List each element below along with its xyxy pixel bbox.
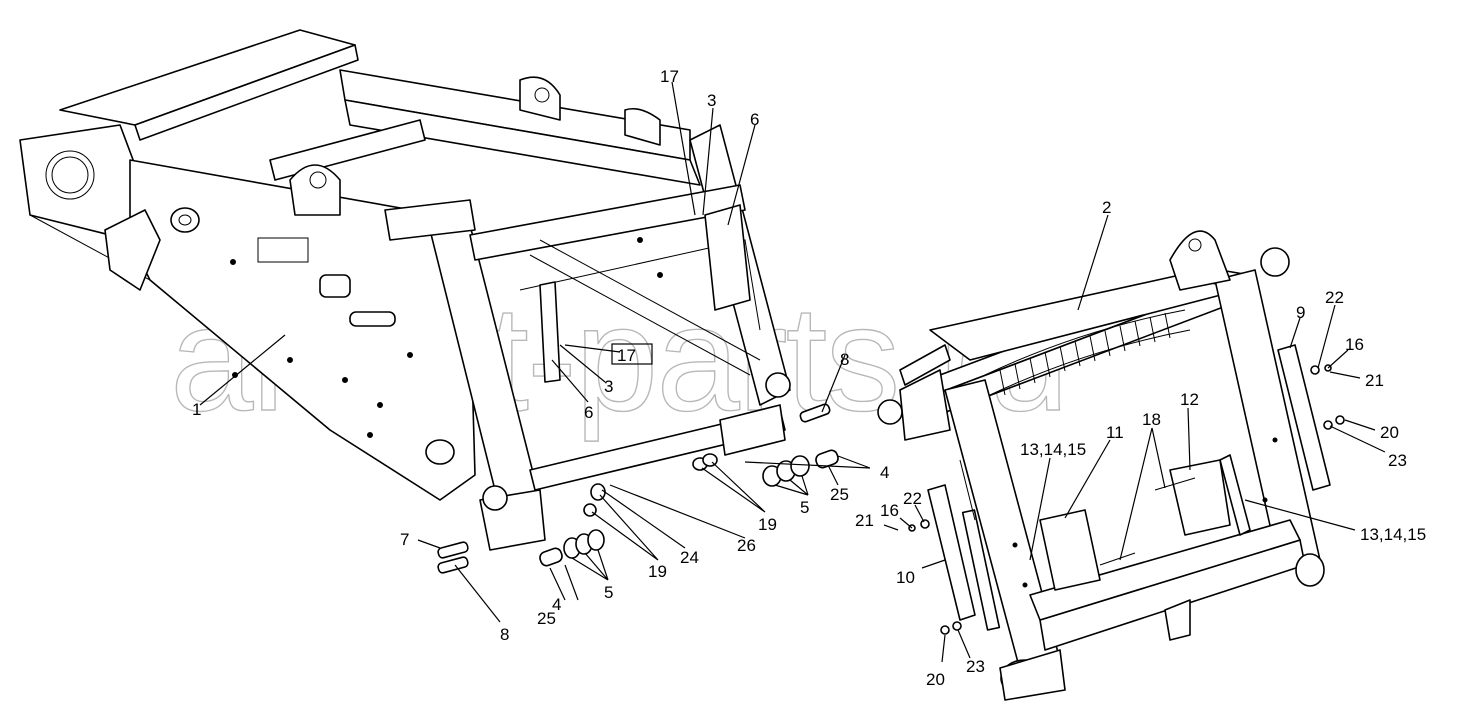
callout-13-14-15-left: 13,14,15	[1020, 440, 1086, 459]
callout-22-right: 22	[1325, 288, 1344, 307]
callout-4-lower: 4	[552, 595, 561, 614]
callout-labels: 1 2 3 3 4 4 5 5 6 6 7 8 8 9 10 11 12 13,…	[192, 67, 1426, 689]
callout-17-top: 17	[660, 67, 679, 86]
leader-lines	[199, 81, 1386, 663]
callout-16-left: 16	[880, 501, 899, 520]
callout-24: 24	[680, 548, 699, 567]
callout-21-left: 21	[855, 511, 874, 530]
callout-23-left: 23	[966, 657, 985, 676]
callout-1: 1	[192, 400, 201, 419]
callout-12: 12	[1180, 390, 1199, 409]
callout-19-lower: 19	[648, 562, 667, 581]
callout-3-top: 3	[707, 91, 716, 110]
callout-8-lower: 8	[500, 625, 509, 644]
callout-16-right: 16	[1345, 335, 1364, 354]
callout-9: 9	[1296, 303, 1305, 322]
callout-3-lower: 3	[604, 377, 613, 396]
main-frame-part-1	[19, 29, 791, 551]
callout-19-right: 19	[758, 515, 777, 534]
callout-17-lower: 17	[617, 346, 636, 365]
callout-8-right: 8	[840, 350, 849, 369]
callout-25-right: 25	[830, 485, 849, 504]
callout-20-right: 20	[1380, 423, 1399, 442]
callout-13-14-15-right: 13,14,15	[1360, 525, 1426, 544]
callout-2: 2	[1102, 198, 1111, 217]
callout-18: 18	[1142, 410, 1161, 429]
callout-26: 26	[737, 536, 756, 555]
callout-5-lower: 5	[604, 583, 613, 602]
callout-4-right: 4	[880, 463, 889, 482]
callout-5-right: 5	[800, 498, 809, 517]
lift-frame-part-2	[877, 230, 1325, 701]
callout-6-top: 6	[750, 110, 759, 129]
loose-parts-right	[908, 344, 1345, 635]
callout-22-left: 22	[903, 489, 922, 508]
callout-6-lower: 6	[584, 403, 593, 422]
callout-11: 11	[1106, 423, 1124, 442]
callout-23-right: 23	[1388, 451, 1407, 470]
callout-7: 7	[400, 530, 409, 549]
callout-21-right: 21	[1365, 371, 1384, 390]
loose-parts-left	[437, 403, 839, 574]
callout-10: 10	[896, 568, 915, 587]
callout-20-left: 20	[926, 670, 945, 689]
callout-25-lower: 25	[537, 609, 556, 628]
